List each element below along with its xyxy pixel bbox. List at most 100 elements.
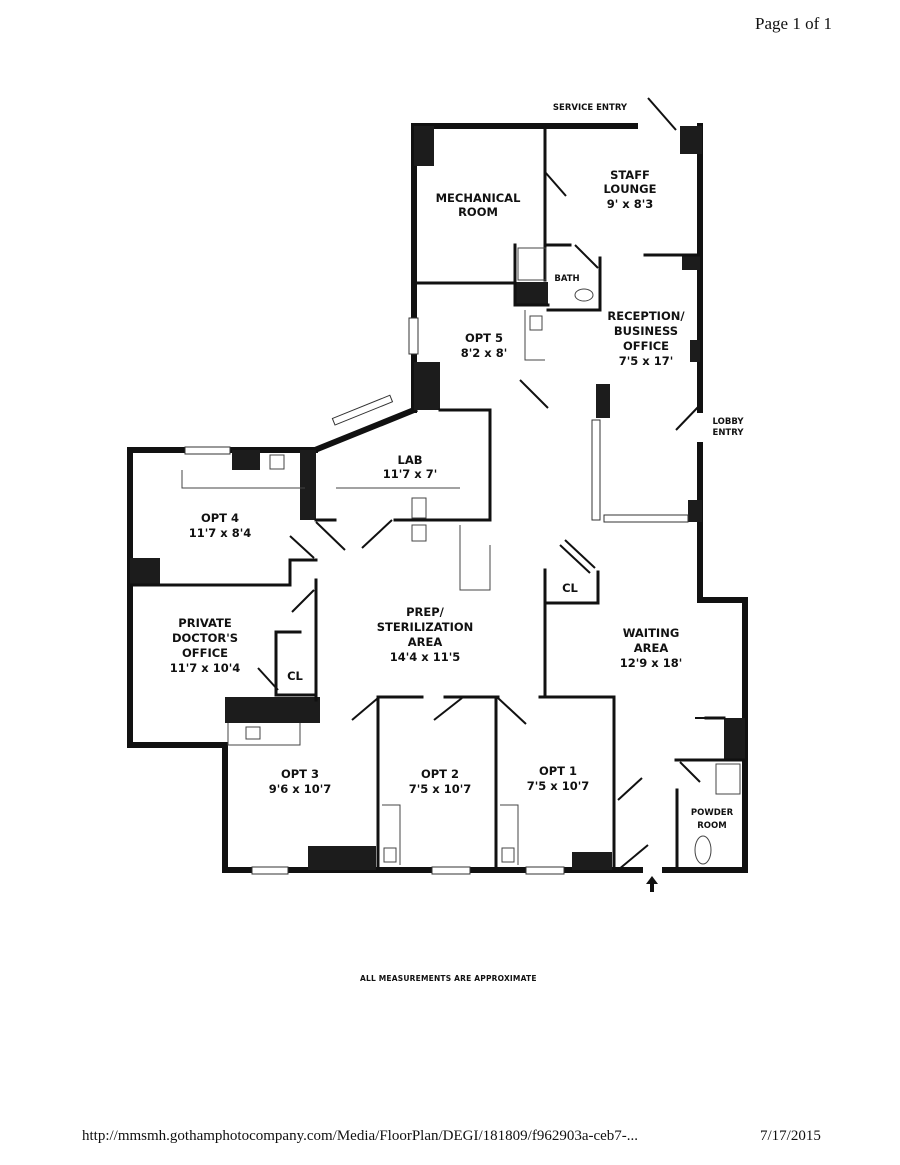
sink-fixture: [269, 454, 285, 470]
mechanical-room-label-2: ROOM: [458, 205, 498, 219]
opt3-label: OPT 3: [281, 767, 319, 781]
toilet-fixture: [694, 835, 712, 865]
column: [596, 384, 610, 418]
reception-label-3: OFFICE: [623, 339, 669, 353]
column: [690, 340, 700, 362]
door: [291, 589, 315, 613]
opt4-size: 11'7 x 8'4: [189, 526, 251, 540]
staff-lounge-label-1: STAFF: [610, 168, 650, 182]
column: [724, 718, 745, 760]
column: [516, 282, 548, 304]
opt3-size: 9'6 x 10'7: [269, 782, 331, 796]
page-number: Page 1 of 1: [755, 14, 832, 33]
window: [408, 317, 419, 355]
opt1-label: OPT 1: [539, 764, 577, 778]
bath-label: BATH: [554, 274, 579, 284]
door: [574, 244, 599, 269]
prep-label-1: PREP/: [406, 605, 445, 619]
door: [433, 697, 463, 721]
staff-lounge-size: 9' x 8'3: [607, 197, 653, 211]
waiting-label-2: AREA: [634, 641, 669, 655]
counters: [181, 310, 545, 865]
counter: [181, 470, 305, 489]
column: [300, 450, 316, 520]
private-office-label-3: OFFICE: [182, 646, 228, 660]
outer-walls: [127, 123, 748, 873]
door: [679, 761, 701, 783]
wall-lab-angled: [311, 406, 418, 454]
prep-size: 14'4 x 11'5: [390, 650, 460, 664]
opt4-label: OPT 4: [201, 511, 239, 525]
column: [130, 558, 160, 586]
reception-size: 7'5 x 17': [619, 354, 673, 368]
entry-arrow-icon: [646, 876, 658, 892]
counter: [500, 804, 519, 865]
footer-date: 7/17/2015: [760, 1128, 821, 1144]
wall: [513, 243, 550, 307]
private-office-label-1: PRIVATE: [178, 616, 232, 630]
column: [414, 126, 434, 166]
door: [519, 379, 549, 409]
wall: [438, 408, 492, 427]
sink-fixture: [411, 497, 427, 519]
powder-room-label-1: POWDER: [691, 808, 734, 818]
service-entry-label: SERVICE ENTRY: [553, 103, 628, 113]
wall: [288, 558, 318, 587]
interior-walls: [128, 128, 747, 872]
wall-waiting-right: [697, 442, 748, 873]
door: [617, 777, 643, 801]
column: [682, 256, 700, 270]
powder-room-label-2: ROOM: [697, 821, 726, 831]
column: [572, 852, 612, 870]
waiting-label-1: WAITING: [623, 626, 680, 640]
window: [184, 446, 231, 455]
wall: [538, 695, 616, 872]
door: [257, 667, 279, 691]
sink-fixture: [245, 726, 261, 740]
door: [544, 171, 567, 197]
column: [688, 500, 702, 522]
opt1-size: 7'5 x 10'7: [527, 779, 589, 793]
cl-right-label: CL: [562, 581, 578, 595]
sink-fixture: [715, 763, 741, 795]
waiting-size: 12'9 x 18': [620, 656, 682, 670]
prep-label-3: AREA: [408, 635, 443, 649]
opt5-size: 8'2 x 8': [461, 346, 507, 360]
door-main-entry: [617, 844, 649, 871]
door-service: [647, 97, 677, 131]
door: [559, 544, 591, 574]
shower-fixture: [517, 247, 547, 281]
counter: [524, 310, 545, 361]
sink-fixture: [411, 524, 427, 542]
column: [308, 846, 376, 870]
mechanical-room-label-1: MECHANICAL: [436, 191, 522, 205]
opt2-label: OPT 2: [421, 767, 459, 781]
counter: [227, 723, 301, 746]
private-office-size: 11'7 x 10'4: [170, 661, 240, 675]
column: [680, 126, 702, 154]
doors: [257, 97, 706, 871]
column: [414, 362, 440, 410]
reception-label-1: RECEPTION/: [607, 309, 685, 323]
lab-size: 11'7 x 7': [383, 467, 437, 481]
counter: [382, 804, 401, 865]
door: [361, 519, 393, 549]
wall: [543, 570, 600, 605]
lobby-entry-label-2: ENTRY: [713, 428, 745, 438]
counter: [459, 525, 491, 591]
window: [431, 866, 471, 875]
cl-left-label: CL: [287, 669, 303, 683]
wall: [274, 630, 318, 697]
windows: [184, 317, 689, 875]
toilet-fixture: [574, 288, 594, 302]
door: [351, 697, 379, 721]
window: [591, 419, 601, 521]
opt5-label: OPT 5: [465, 331, 503, 345]
prep-label-2: STERILIZATION: [377, 620, 474, 634]
lab-label: LAB: [398, 453, 423, 467]
sink-fixture: [383, 847, 397, 863]
column: [225, 697, 320, 723]
measurement-note: ALL MEASUREMENTS ARE APPROXIMATE: [360, 974, 537, 983]
door: [315, 521, 346, 551]
